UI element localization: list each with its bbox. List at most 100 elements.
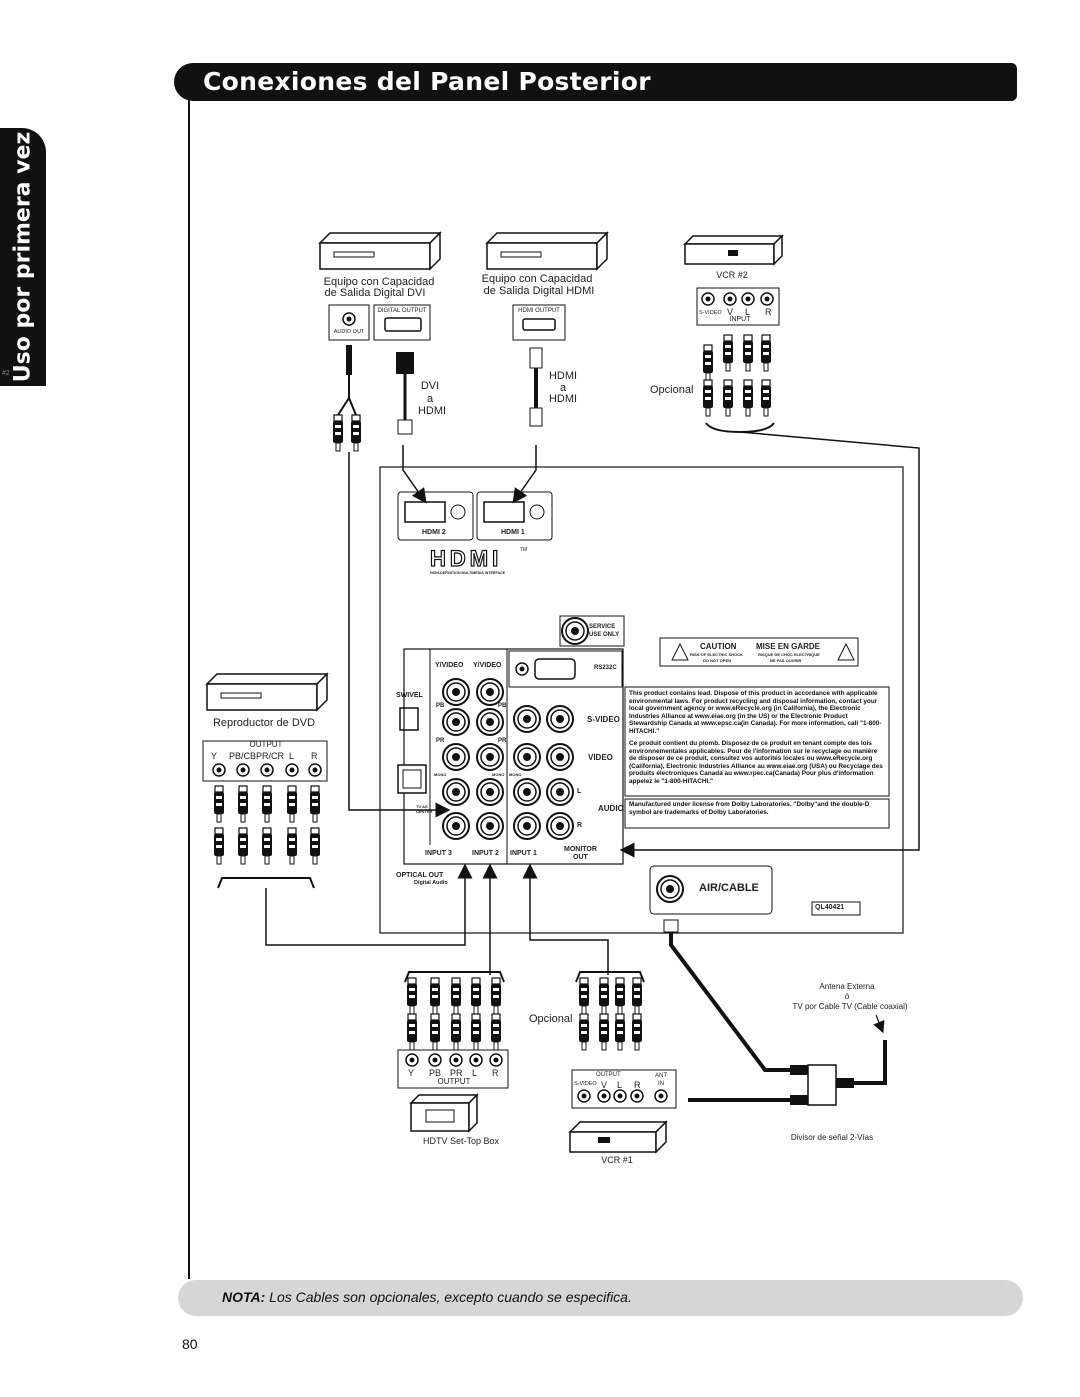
plomb-notice: Ce produit contient du plomb. Disposez d…: [629, 740, 883, 785]
page-number: 80: [182, 1336, 198, 1352]
hdtv-box-icon: [409, 1093, 479, 1133]
dvi-cable-l2: a: [426, 393, 434, 405]
svideo-label: S-VIDEO: [587, 715, 620, 724]
hdmi-device-label2: de Salida Digital HDMI: [483, 285, 595, 297]
dvi-device-label1: Equipo con Capacidad: [323, 276, 435, 288]
mono1-label: MONO: [509, 772, 522, 777]
mise-sub1: RISQUE DE CHOC ELECTRIQUE: [758, 652, 820, 657]
audio-out-label: AUDIO OUT: [333, 329, 365, 335]
caution-label: CAUTION: [700, 642, 737, 651]
tv-as-label: TV AS: [416, 804, 428, 809]
hdmi-logo: HDMI: [429, 545, 503, 571]
yvideo2-label: Y/VIDEO: [473, 662, 502, 669]
hdmi-sub: HIGH-DEFINITION MULTIMEDIA INTERFACE: [430, 571, 506, 575]
monitor-label: MONITOR: [564, 846, 597, 853]
hdtv-output: OUTPUT: [437, 1077, 471, 1086]
hdtv-l: L: [472, 1068, 478, 1078]
dvd-r: R: [311, 751, 318, 761]
service-label1: SERVICE: [589, 624, 616, 630]
mono2-label: MONO: [492, 772, 505, 777]
hdmi-device-label1: Equipo con Capacidad: [481, 273, 593, 285]
header-bar: [174, 63, 1017, 101]
input1-label: INPUT 1: [510, 850, 537, 857]
hdmi-device-icon: [485, 231, 609, 271]
dvd-y: Y: [211, 751, 218, 761]
digital-audio-label: Digital Audio: [414, 880, 448, 886]
vcr2-r: R: [765, 307, 772, 317]
dvd-pb: PB/CB: [229, 751, 257, 761]
service-label2: USE ONLY: [589, 632, 620, 638]
video-label: VIDEO: [588, 753, 613, 762]
yvideo3-label: Y/VIDEO: [435, 662, 464, 669]
opcional-bottom: Opcional: [529, 1013, 573, 1025]
hdmi2-label: HDMI 2: [422, 529, 446, 536]
dvd-pr: PR/CR: [256, 751, 285, 761]
dvd-label: Reproductor de DVD: [212, 717, 316, 729]
antenna-label2: ó: [844, 992, 850, 1001]
hdmi-cable-l1: HDMI: [548, 370, 578, 382]
vcr2-icon: [683, 234, 784, 266]
vcr2-l: L: [745, 307, 751, 317]
audio-label: AUDIO: [598, 804, 624, 813]
hdmi1-label: HDMI 1: [501, 529, 525, 536]
pr3-label: PR: [436, 738, 445, 744]
vcr1-in: IN: [658, 1081, 664, 1087]
dvi-cable-l3: HDMI: [417, 405, 447, 417]
vcr1-label: VCR #1: [601, 1155, 633, 1165]
vcr2-label: VCR #2: [716, 270, 748, 280]
note-box: [178, 1280, 1023, 1316]
section-tab-number: #2: [2, 370, 10, 377]
input3-label: INPUT 3: [425, 850, 452, 857]
vcr1-ant: ANT: [655, 1073, 667, 1079]
vcr1-output: OUTPUT: [596, 1072, 621, 1078]
vcr1-l: L: [617, 1080, 623, 1090]
optical-out-label: OPTICAL OUT: [396, 872, 444, 879]
hdtv-pb: PB: [429, 1068, 442, 1078]
audio-r-label: R: [577, 822, 583, 829]
air-cable-label: AIR/CABLE: [699, 882, 759, 894]
vcr2-svideo: S-VIDEO: [699, 310, 722, 316]
dvd-output-label: OUTPUT: [249, 740, 283, 749]
vcr1-svideo: S-VIDEO: [574, 1081, 597, 1087]
digital-output-label: DIGITAL OUTPUT: [377, 308, 427, 314]
caution-sub1: RISK OF ELECTRIC SHOCK: [690, 652, 743, 657]
splitter-icon: [790, 1064, 854, 1106]
hdtv-r: R: [492, 1068, 499, 1078]
center-label: CENTER: [416, 809, 433, 814]
vcr1-r: R: [634, 1080, 641, 1090]
note-prefix: NOTA:: [222, 1289, 266, 1305]
audio-l-label: L: [577, 788, 582, 795]
mono3-label: MONO: [434, 772, 447, 777]
opcional-top: Opcional: [650, 384, 694, 396]
hdmi-cable-l3: HDMI: [548, 393, 578, 405]
hdmi-cable-l2: a: [559, 382, 567, 394]
pb2-label: PB: [498, 703, 507, 709]
note-body: Los Cables son opcionales, excepto cuand…: [265, 1289, 632, 1305]
dvd-player-icon: [205, 672, 329, 712]
hdmi-output-label: HDMI OUTPUT: [518, 308, 560, 314]
section-tab: [0, 128, 46, 386]
dvi-device-icon: [318, 231, 442, 271]
page-title: Conexiones del Panel Posterior: [203, 67, 651, 96]
swivel-label: SWIVEL: [396, 692, 423, 699]
input2-label: INPUT 2: [472, 850, 499, 857]
rs232c-label: RS232C: [594, 665, 617, 671]
mise-en-garde: MISE EN GARDE: [756, 642, 821, 651]
dvd-l: L: [289, 751, 295, 761]
caution-sub2: DO NOT OPEN: [703, 658, 732, 663]
vcr1-icon: [568, 1120, 668, 1154]
vcr2-v: V: [727, 307, 734, 317]
hdtv-label: HDTV Set-Top Box: [422, 1136, 500, 1146]
model-label: QL40421: [815, 904, 845, 911]
pb3-label: PB: [436, 703, 445, 709]
vcr1-v: V: [601, 1080, 608, 1090]
vcr2-input: INPUT: [729, 316, 751, 323]
splitter-label: Divisor de señal 2-Vías: [790, 1133, 874, 1142]
pr2-label: PR: [498, 738, 507, 744]
note-text: NOTA: Los Cables son opcionales, excepto…: [222, 1289, 632, 1305]
antenna-label1: Antena Externa: [819, 982, 875, 991]
out-label: OUT: [573, 854, 588, 861]
hdtv-y: Y: [408, 1068, 415, 1078]
margin-rule: [188, 99, 190, 1279]
